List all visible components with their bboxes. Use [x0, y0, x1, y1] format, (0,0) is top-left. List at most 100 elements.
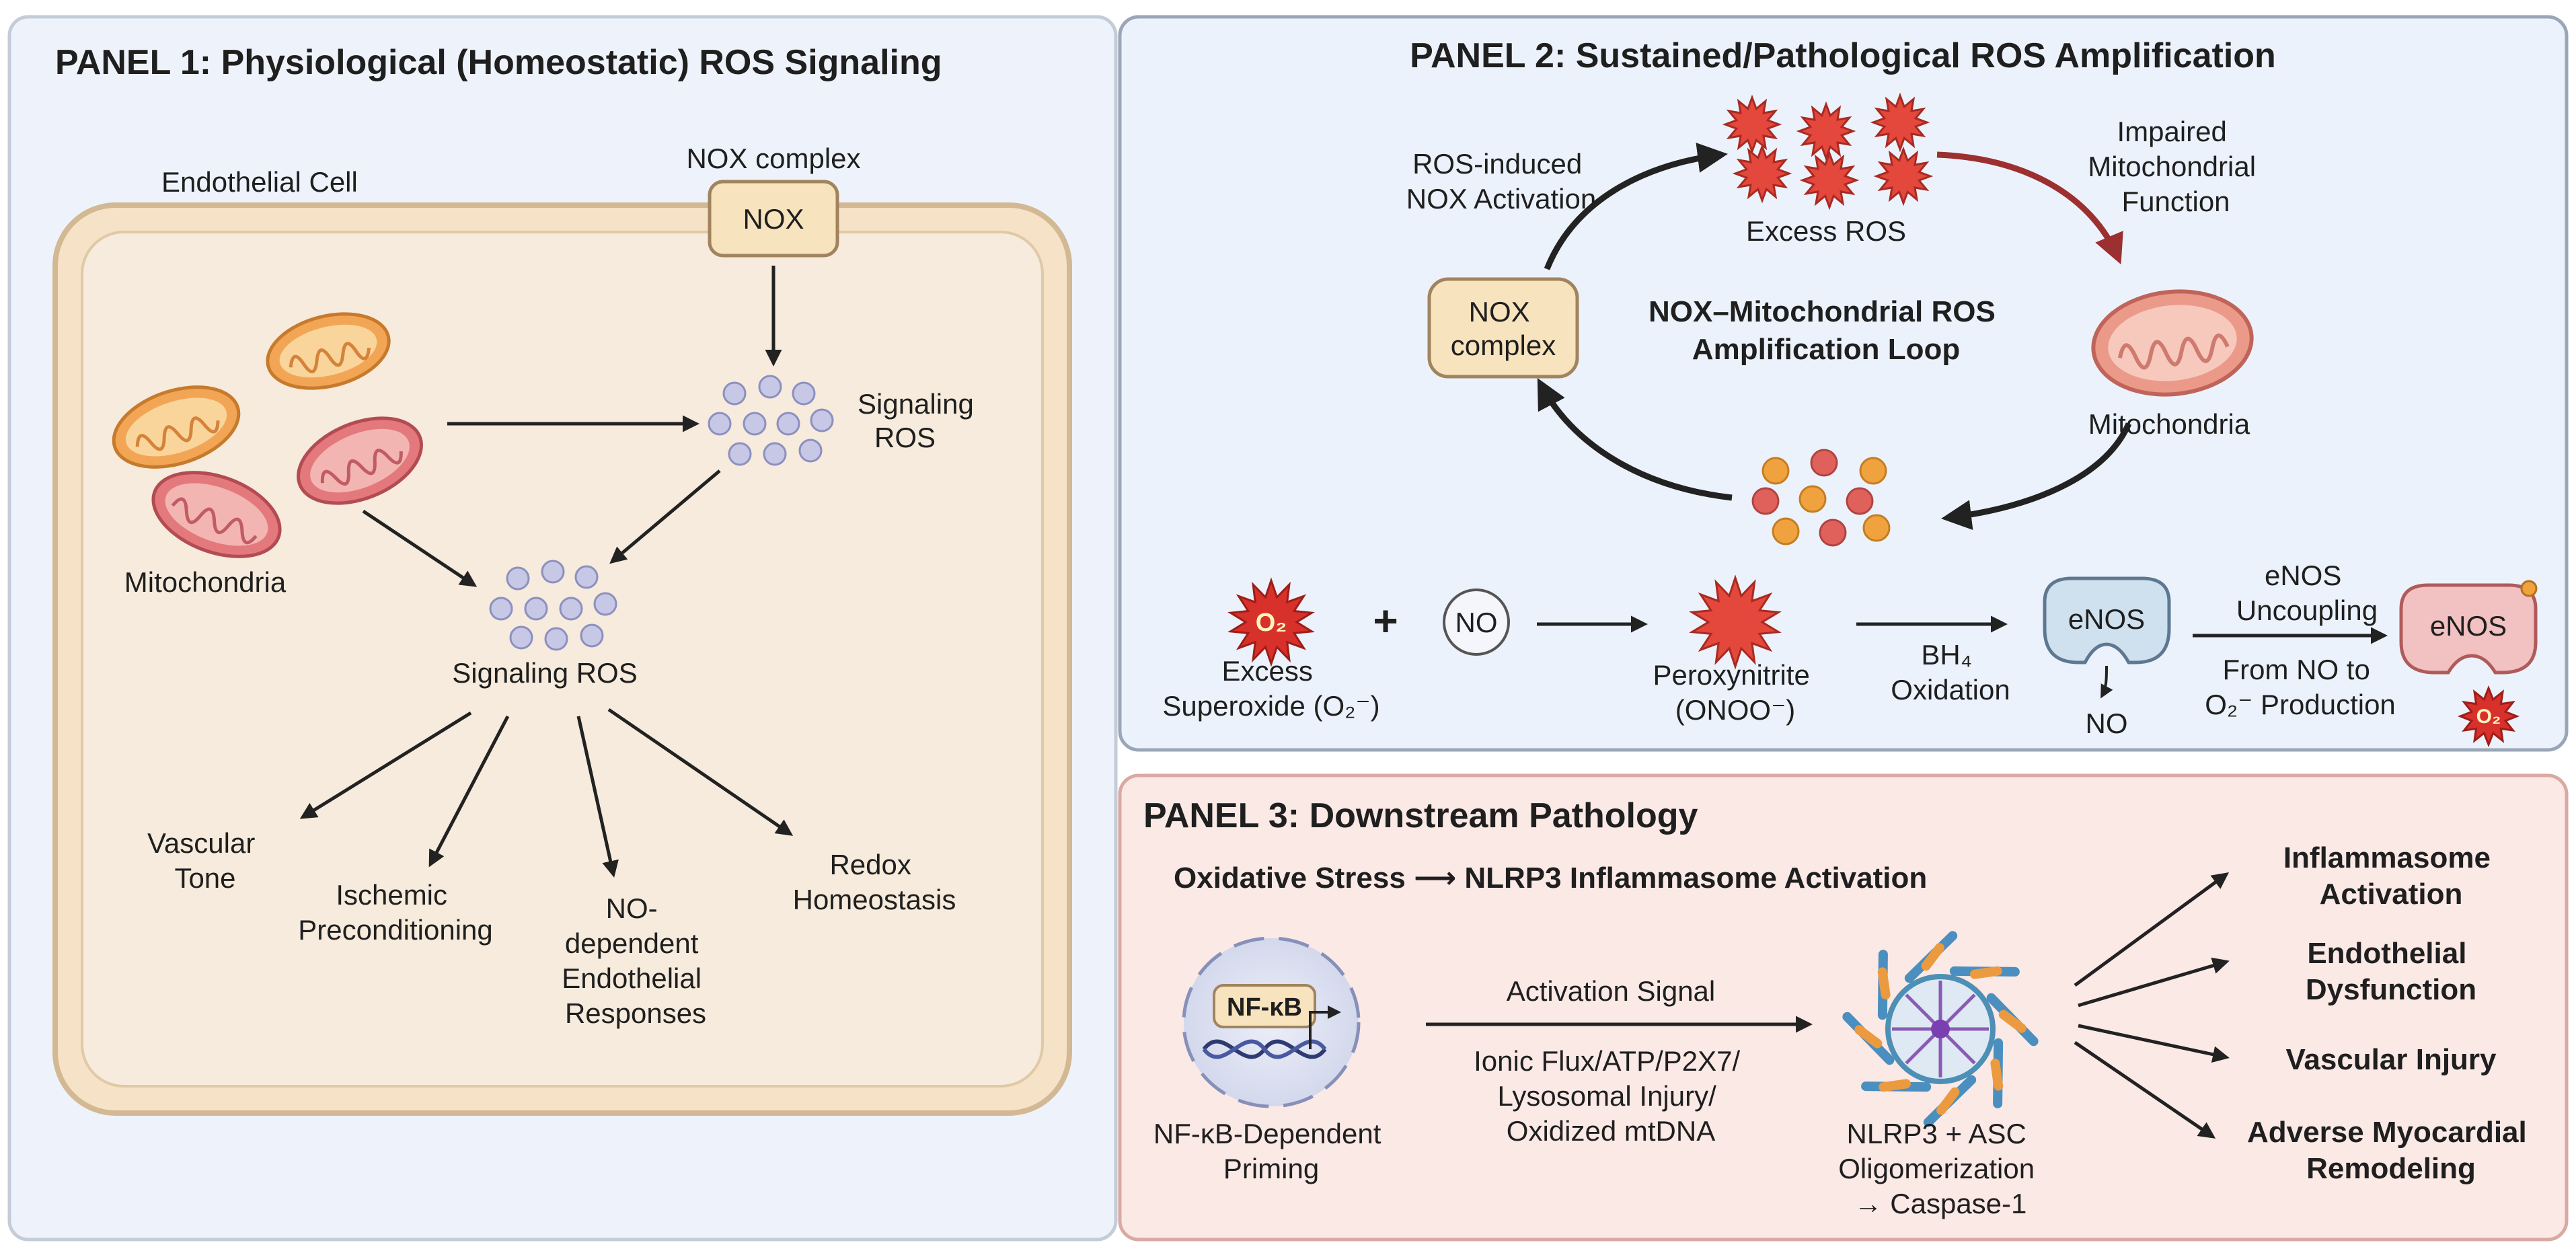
outcome-ischemic-preconditioning: Ischemic Preconditioning	[298, 879, 493, 946]
asc-segment	[1921, 943, 1944, 971]
arrow-to-myocardial-remodeling	[2074, 1040, 2216, 1139]
ros-starburst	[1732, 143, 1792, 204]
arrow-to-ischemic	[428, 715, 510, 868]
outcome-no-dependent: NO- dependent Endothelial Responses	[562, 892, 710, 1029]
amplification-loop-arrows	[1537, 143, 2132, 531]
dna-helix-icon	[1202, 1039, 1327, 1059]
cell-label: Endothelial Cell	[161, 166, 358, 198]
enos-uncoupled-label: eNOS	[2430, 610, 2507, 642]
panel-2-frame	[1118, 15, 2569, 752]
peroxynitrite-label: Peroxynitrite (ONOO⁻)	[1653, 659, 1817, 726]
excess-superoxide-label: Excess Superoxide (O₂⁻)	[1162, 655, 1379, 722]
superoxide-symbol-small: O₂	[2476, 706, 2501, 728]
peroxynitrite-burst	[1689, 574, 1782, 670]
outcome-vascular-tone: Vascular Tone	[147, 827, 263, 894]
signaling-ros-cluster-lower	[489, 560, 617, 651]
asc-segment	[1970, 966, 2002, 979]
from-no-label: From NO to O₂⁻ Production	[2205, 654, 2396, 720]
enos-coupled	[2043, 576, 2171, 664]
mitochondrion-1	[266, 312, 391, 390]
arrow-nox-to-excess-ros	[1544, 143, 1728, 270]
arrow-to-vascular-injury	[2078, 1024, 2230, 1063]
panel-1-arrows	[299, 266, 794, 878]
asc-segment	[1990, 1059, 2004, 1091]
signaling-ros-upper-line1: Signaling	[858, 388, 974, 420]
outcome-myocardial-remodeling: Adverse Myocardial Remodeling	[2247, 1116, 2535, 1185]
loop-title: NOX–Mitochondrial ROS Amplification Loop	[1649, 295, 2004, 366]
arrow-to-endothelial-dysfunction	[2078, 957, 2230, 1007]
panel-2-title: PANEL 2: Sustained/Pathological ROS Ampl…	[1410, 36, 2276, 75]
mitochondrion-2	[112, 385, 241, 469]
nfkb-label: NF-κB	[1227, 993, 1302, 1022]
outcome-endothelial-dysfunction: Endothelial Dysfunction	[2306, 937, 2476, 1006]
nlrp3-inflammasome-icon	[1842, 931, 2039, 1127]
panel-1: PANEL 1: Physiological (Homeostatic) ROS…	[7, 15, 1118, 1242]
signaling-ros-cluster-upper	[708, 375, 834, 466]
excess-ros-label: Excess ROS	[1746, 215, 1906, 247]
asc-segment	[1877, 967, 1891, 999]
panel-2: PANEL 2: Sustained/Pathological ROS Ampl…	[1118, 15, 2569, 752]
arrow-mito-to-lower-ros	[362, 509, 478, 587]
arrow-ros-dots-to-nox	[1537, 378, 1733, 501]
arrow-mito-to-ros-dots	[1941, 422, 2132, 531]
mitochondria-label-panel-2: Mitochondria	[2088, 408, 2250, 440]
ros-starburst	[1689, 574, 1782, 670]
arrow-to-no-dependent	[576, 716, 619, 878]
no-circle	[1443, 588, 1510, 656]
arrow-ros-to-ros	[609, 469, 721, 564]
signaling-ros-lower-label: Signaling ROS	[452, 657, 637, 689]
nox-box	[708, 180, 839, 258]
enos-uncoupled	[2399, 583, 2538, 675]
nox-complex-box-label: NOX complex	[1451, 296, 1556, 361]
nox-box-label: NOX	[743, 203, 804, 235]
triggers-label: Ionic Flux/ATP/P2X7/ Lysosomal Injury/ O…	[1474, 1045, 1748, 1147]
outcome-redox-homeostasis: Redox Homeostasis	[793, 849, 956, 915]
asc-segment	[1854, 1025, 1883, 1049]
nox-complex-label: NOX complex	[686, 143, 860, 174]
ros-starburst	[1799, 150, 1860, 211]
activation-signal-label: Activation Signal	[1507, 975, 1716, 1007]
outcome-vascular-injury: Vascular Injury	[2285, 1043, 2497, 1076]
superoxide-burst	[1227, 577, 1315, 667]
nfkb-box	[1213, 984, 1316, 1028]
bh4-label: BH₄ Oxidation	[1891, 639, 2010, 706]
ros-starburst	[1796, 101, 1856, 161]
outcome-inflammasome-activation: Inflammasome Activation	[2283, 841, 2499, 911]
mitochondrion-panel-2	[2091, 289, 2254, 397]
mitochondria-label: Mitochondria	[124, 566, 287, 598]
arrow-to-redox	[607, 708, 794, 836]
superoxide-burst-small	[2457, 685, 2520, 748]
ros-starburst	[1722, 94, 1782, 155]
nlrp3-label: NLRP3 + ASC Oligomerization → Caspase-1	[1838, 1118, 2042, 1219]
ros-starburst	[1227, 577, 1315, 667]
ros-starburst	[1870, 92, 1930, 153]
panel-1-title: PANEL 1: Physiological (Homeostatic) ROS…	[55, 43, 942, 82]
arrow-excess-ros-to-mito	[1936, 151, 2123, 265]
oxidized-site-icon	[2520, 580, 2538, 597]
ros-starburst	[2457, 685, 2520, 748]
transcription-arrow-icon	[1309, 1005, 1341, 1049]
panel-3-headline: Oxidative Stress ⟶ NLRP3 Inflammasome Ac…	[1174, 862, 1927, 895]
inflammasome-hub	[1931, 1020, 1950, 1038]
ros-induced-label: ROS-induced NOX Activation	[1406, 148, 1596, 215]
ros-dots-cluster	[1751, 449, 1891, 547]
enos-label: eNOS	[2068, 603, 2145, 635]
signaling-ros-upper-line2: ROS	[874, 422, 936, 453]
nox-complex-box	[1427, 277, 1579, 379]
mitochondrion-4	[151, 471, 282, 558]
panel-3-title: PANEL 3: Downstream Pathology	[1143, 796, 1698, 835]
asc-segment	[1936, 1087, 1960, 1115]
enos-no-product: NO	[2086, 708, 2128, 739]
priming-label: NF-κB-Dependent Priming	[1153, 1118, 1389, 1184]
ros-starburst	[1873, 146, 1934, 206]
plus-sign: +	[1373, 597, 1398, 645]
arrow-to-vascular-tone	[299, 711, 472, 819]
impaired-mito-label: Impaired Mitochondrial Function	[2088, 116, 2263, 217]
arrow-enos-to-no	[2100, 665, 2113, 699]
superoxide-symbol: O₂	[1256, 609, 1287, 637]
panel-3-outcome-arrows	[2074, 872, 2230, 1139]
panel-3: PANEL 3: Downstream Pathology Oxidative …	[1118, 773, 2569, 1242]
mitochondrion-3	[297, 416, 423, 505]
